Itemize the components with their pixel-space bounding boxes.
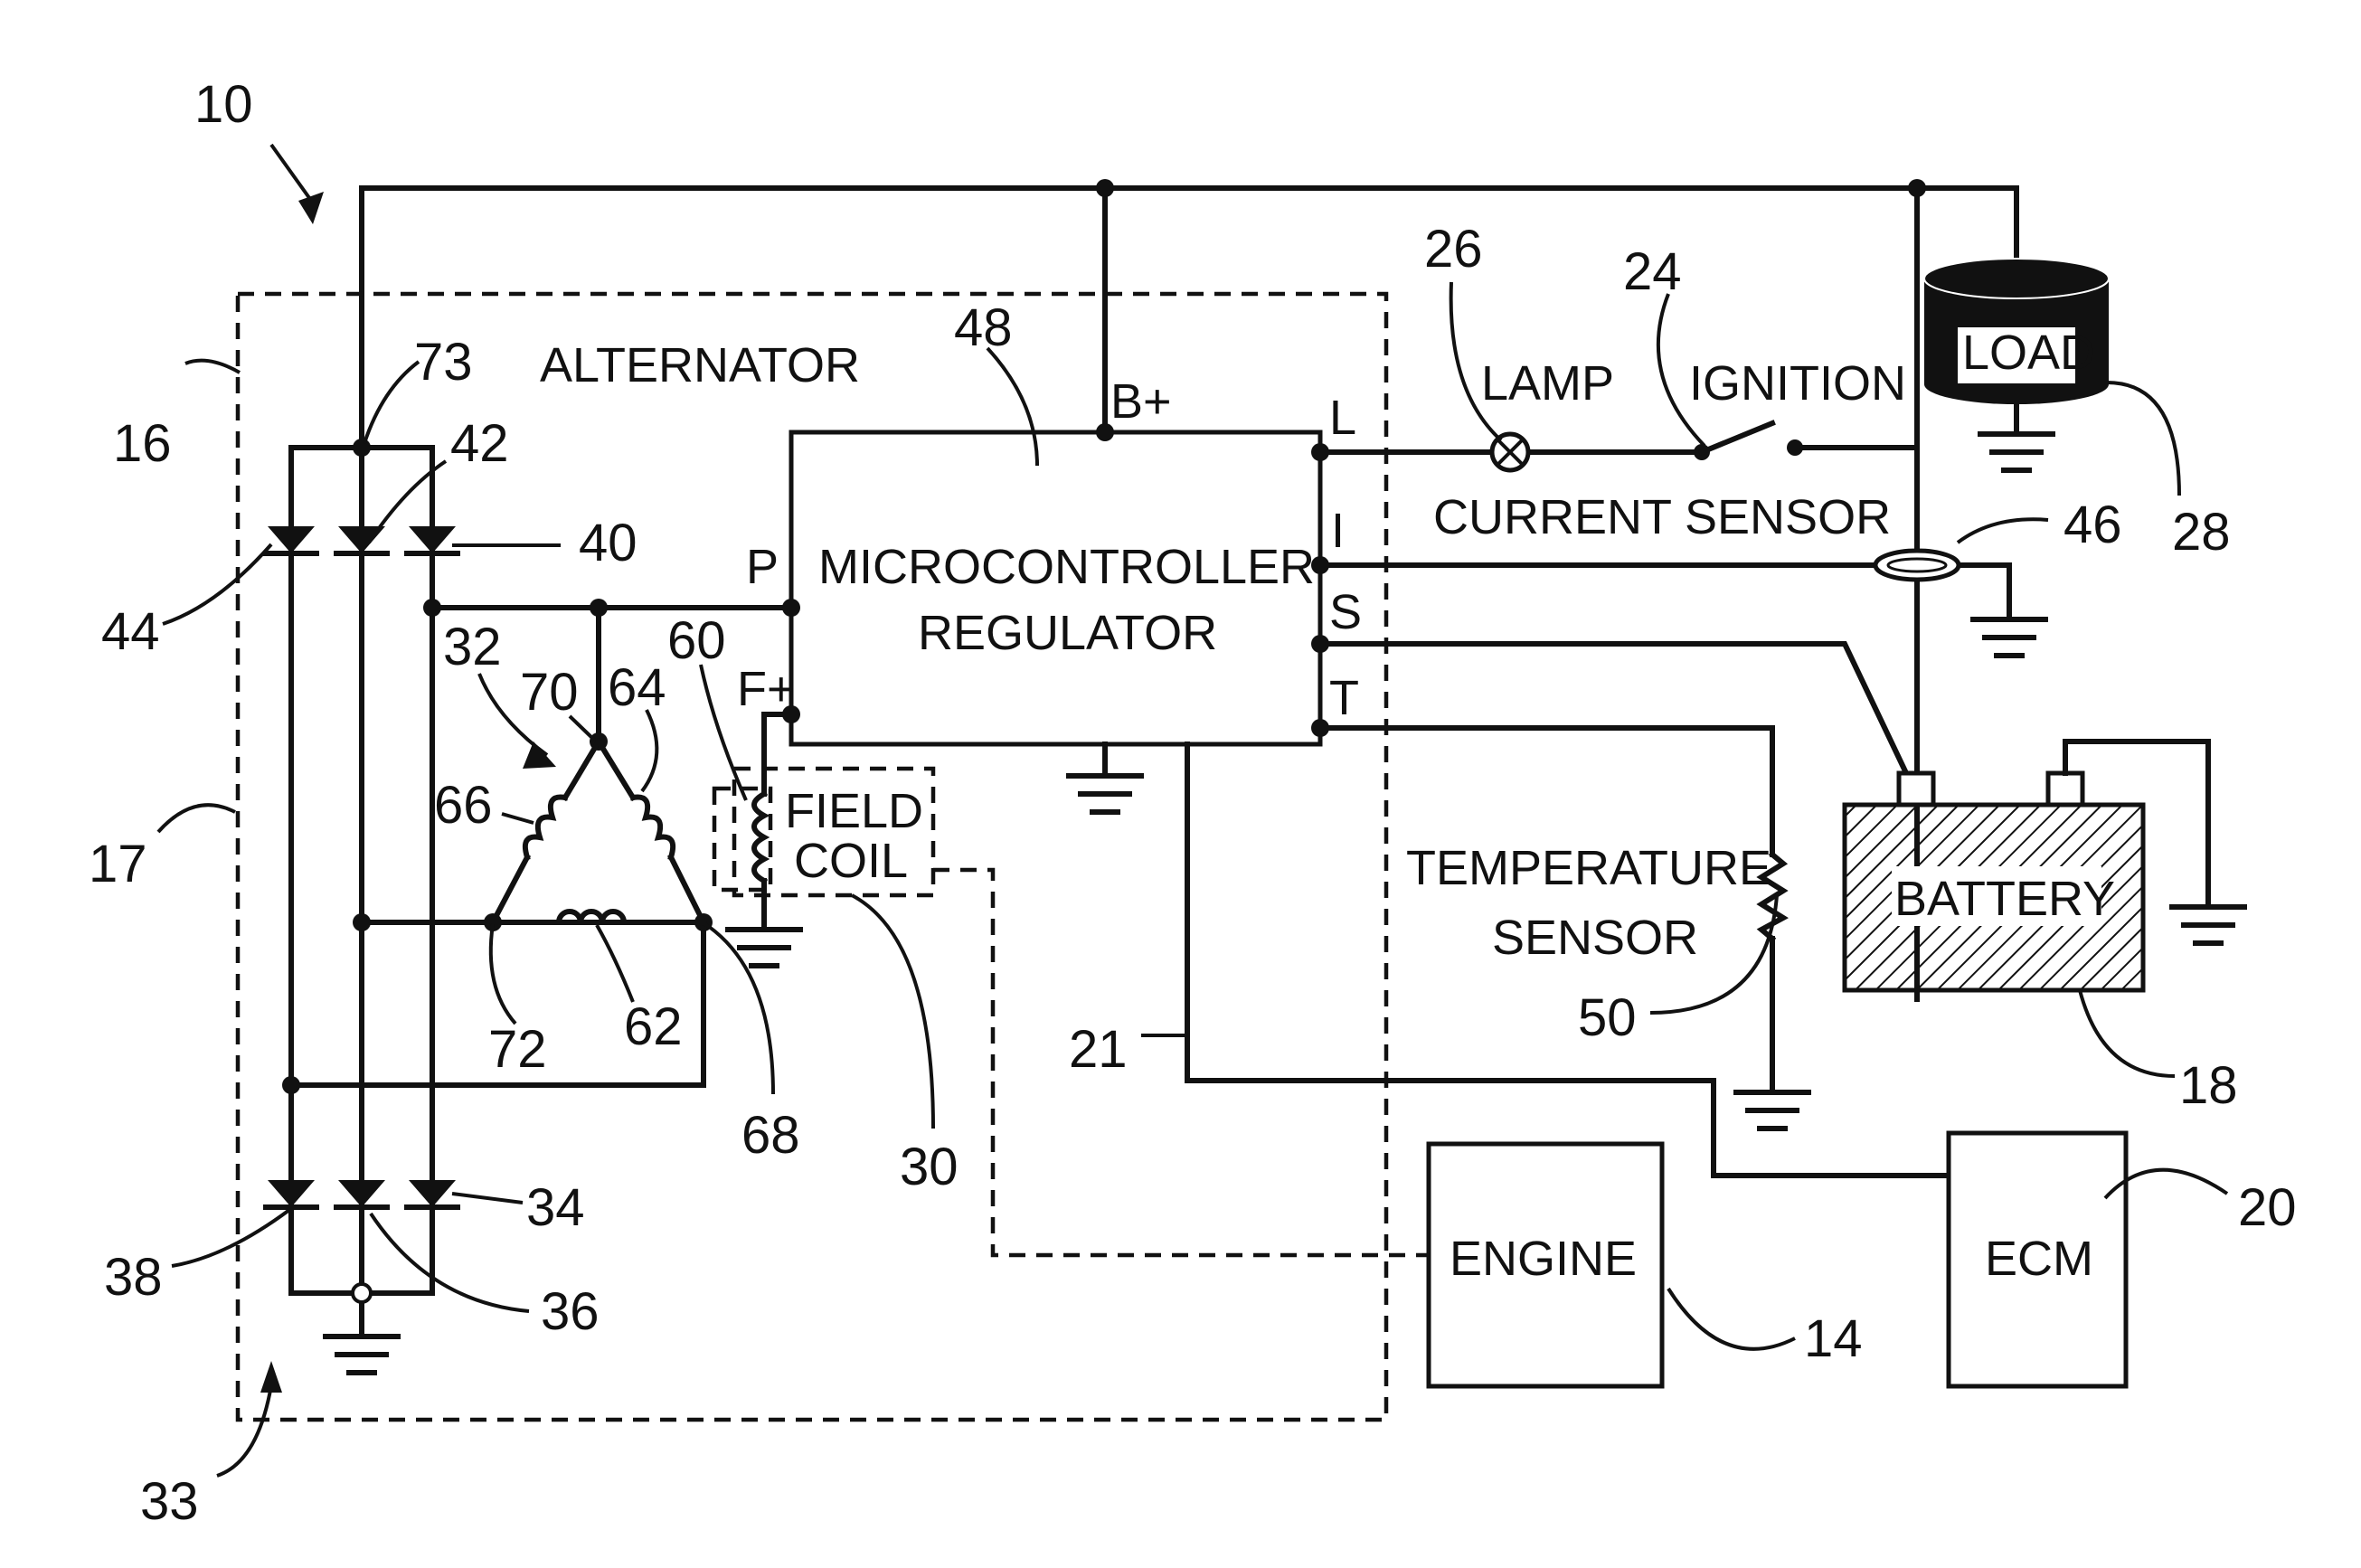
ref-16: 16 <box>113 414 172 473</box>
microcontroller-label: MICROCONTROLLER <box>818 540 1315 594</box>
current-loop-icon <box>1875 551 1959 580</box>
diode-icon <box>407 1180 458 1207</box>
pin-i: I <box>1331 504 1345 558</box>
ref-24: 24 <box>1623 242 1682 301</box>
ref-20: 20 <box>2238 1178 2297 1237</box>
ground-icon <box>728 930 800 966</box>
pin-f-plus: F+ <box>737 662 796 716</box>
field-engine-link <box>933 870 1429 1255</box>
lamp-label: LAMP <box>1481 356 1614 411</box>
diode-icon <box>407 526 458 553</box>
diode-icon <box>266 526 316 553</box>
ref-30: 30 <box>900 1138 959 1196</box>
ref-36: 36 <box>541 1282 600 1341</box>
ref-28: 28 <box>2172 503 2231 562</box>
ref-72: 72 <box>488 1020 547 1079</box>
pin-l: L <box>1329 391 1356 445</box>
pin-b-plus: B+ <box>1110 374 1172 429</box>
ref-38: 38 <box>104 1248 163 1307</box>
ground-icon <box>1069 744 1141 812</box>
ref-32: 32 <box>443 618 502 676</box>
ref-34: 34 <box>526 1178 585 1237</box>
ref-42: 42 <box>450 414 509 473</box>
coil-label: COIL <box>794 834 908 888</box>
lamp-ignition-line <box>1320 448 1917 452</box>
engine-label: ENGINE <box>1450 1232 1637 1286</box>
switch-icon <box>1694 423 1803 460</box>
ref-44: 44 <box>101 602 160 661</box>
ref-50: 50 <box>1578 988 1637 1047</box>
ref-48: 48 <box>954 298 1013 357</box>
ecm-label: ECM <box>1985 1232 2093 1286</box>
field-label: FIELD <box>785 784 923 838</box>
temperature-sensor-label: SENSOR <box>1492 911 1698 965</box>
sense-line <box>1320 644 1906 773</box>
alternator-label: ALTERNATOR <box>540 338 860 392</box>
regulator-label: REGULATOR <box>918 606 1217 660</box>
ref-17: 17 <box>89 835 147 893</box>
ref-14: 14 <box>1804 1309 1863 1368</box>
lamp-icon <box>1492 434 1528 470</box>
ref-73: 73 <box>414 333 473 392</box>
load-block: LOAD <box>1924 259 2109 432</box>
ref-70: 70 <box>520 663 579 722</box>
load-label: LOAD <box>1962 326 2095 380</box>
ref-64: 64 <box>608 658 666 717</box>
diode-icon <box>266 1180 316 1207</box>
ref-10: 10 <box>194 75 253 134</box>
ref-18: 18 <box>2179 1056 2238 1115</box>
diode-icon <box>336 1180 387 1207</box>
ground-icon <box>1980 434 2053 470</box>
ref-26: 26 <box>1424 220 1483 279</box>
ignition-label: IGNITION <box>1689 356 1906 411</box>
ref-68: 68 <box>741 1106 800 1165</box>
ground-icon <box>326 1337 398 1373</box>
ref-62: 62 <box>624 997 683 1056</box>
ground-icon <box>1736 1092 1809 1129</box>
ref-46: 46 <box>2064 496 2122 554</box>
ref-33: 33 <box>140 1472 199 1531</box>
ref-60: 60 <box>667 611 726 670</box>
battery-block: BATTERY <box>1845 741 2208 990</box>
battery-label: BATTERY <box>1894 872 2115 926</box>
ref-66: 66 <box>434 776 493 835</box>
pin-s: S <box>1329 585 1362 639</box>
ref-21: 21 <box>1069 1020 1128 1079</box>
current-sensor-label: CURRENT SENSOR <box>1433 490 1891 544</box>
pin-t: T <box>1329 671 1359 725</box>
ground-icon <box>1973 619 2045 656</box>
ref-40: 40 <box>579 514 637 572</box>
temperature-label: TEMPERATURE <box>1406 841 1771 895</box>
ground-icon <box>2172 907 2244 943</box>
pin-p: P <box>746 540 779 594</box>
